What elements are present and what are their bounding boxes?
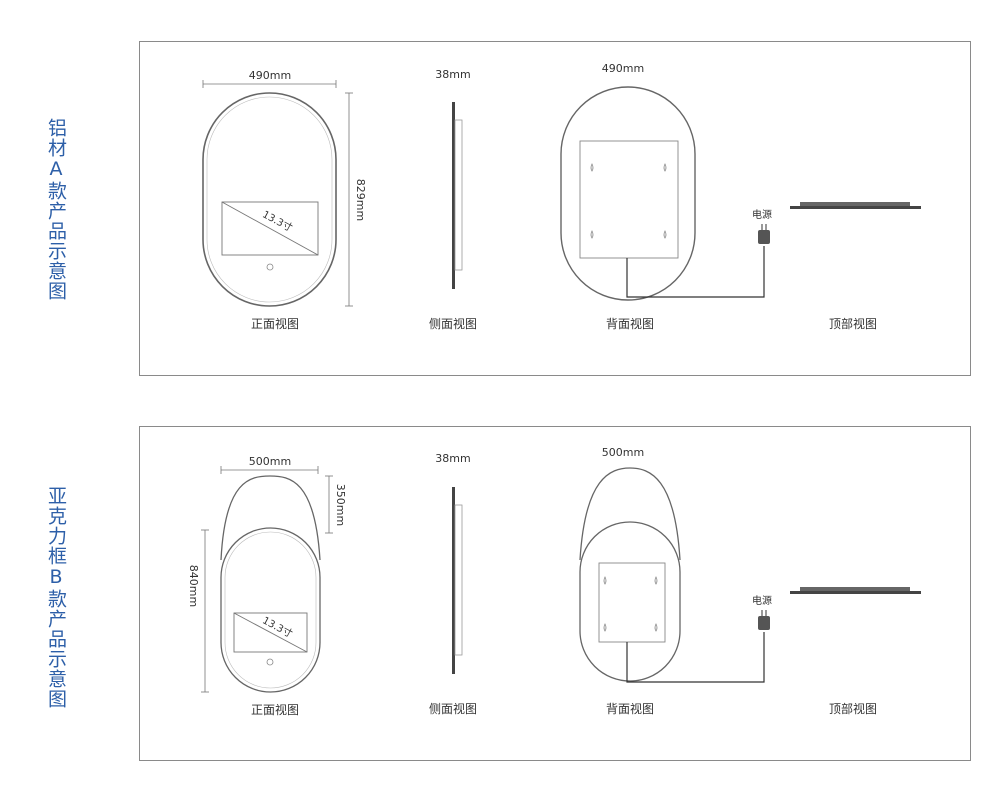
screen-outline [221,201,319,256]
front-height-label: 829mm [354,179,367,221]
side-view-caption: 侧面视图 [429,701,477,716]
power-label: 电源 [752,208,772,221]
back-panel [579,140,679,259]
power-cable [626,632,765,683]
front-view-caption: 正面视图 [251,316,299,331]
mirror-back-outline [579,521,681,682]
back-panel [598,562,666,643]
touch-button-icon [266,263,274,271]
front-view-caption: 正面视图 [251,702,299,717]
power-cable [626,246,765,298]
front-width-label: 490mm [249,69,291,82]
screen-outline [233,612,308,653]
variant-a-top-view: 顶部视图 [790,202,921,331]
variant-b-title: 亚克力框B款产品示意图 [45,486,67,709]
front-height-label: 840mm [187,565,200,607]
mirror-back-outline [560,86,696,301]
back-width-label: 490mm [602,62,644,75]
screen-size-label: 13.3寸 [260,208,295,235]
plug-icon [758,230,770,244]
back-view-caption: 背面视图 [606,316,654,331]
touch-button-icon [266,658,274,666]
top-view-caption: 顶部视图 [829,316,877,331]
variant-b-top-view: 顶部视图 [790,587,921,716]
power-label: 电源 [752,594,772,607]
top-view-caption: 顶部视图 [829,701,877,716]
variant-b-back-view: 500mm 电源 背面视图 [579,446,772,716]
mirror-side-profile [452,102,455,289]
hanging-hole-icon [590,163,594,172]
variant-a-back-view: 490mm 电源 背面视图 [560,62,772,331]
variant-a-side-view: 38mm 侧面视图 [429,68,477,331]
mirror-top-profile [790,206,921,209]
mirror-outline [220,527,321,693]
front-width-label: 500mm [249,455,291,468]
variant-a-front-view: 490mm 13.3寸 829mm 正面视图 [202,69,367,331]
mirror-outline [202,92,337,307]
side-thickness-label: 38mm [435,68,470,81]
variant-a-title: 铝材A款产品示意图 [45,118,67,301]
mirror-top-profile [790,591,921,594]
front-top-height-label: 350mm [334,484,347,526]
mirror-side-profile [452,487,455,674]
hanging-hole-icon [603,576,607,585]
acrylic-frame-top [579,467,681,561]
variant-a-panel [139,41,971,376]
side-view-caption: 侧面视图 [429,316,477,331]
back-view-caption: 背面视图 [606,701,654,716]
plug-icon [758,616,770,630]
side-thickness-label: 38mm [435,452,470,465]
back-width-label: 500mm [602,446,644,459]
variant-b-side-view: 38mm 侧面视图 [429,452,477,716]
variant-b-front-view: 500mm 13.3寸 350mm 840mm 正面视图 [187,455,347,717]
acrylic-frame-top [220,475,321,561]
variant-b-panel [139,426,971,761]
